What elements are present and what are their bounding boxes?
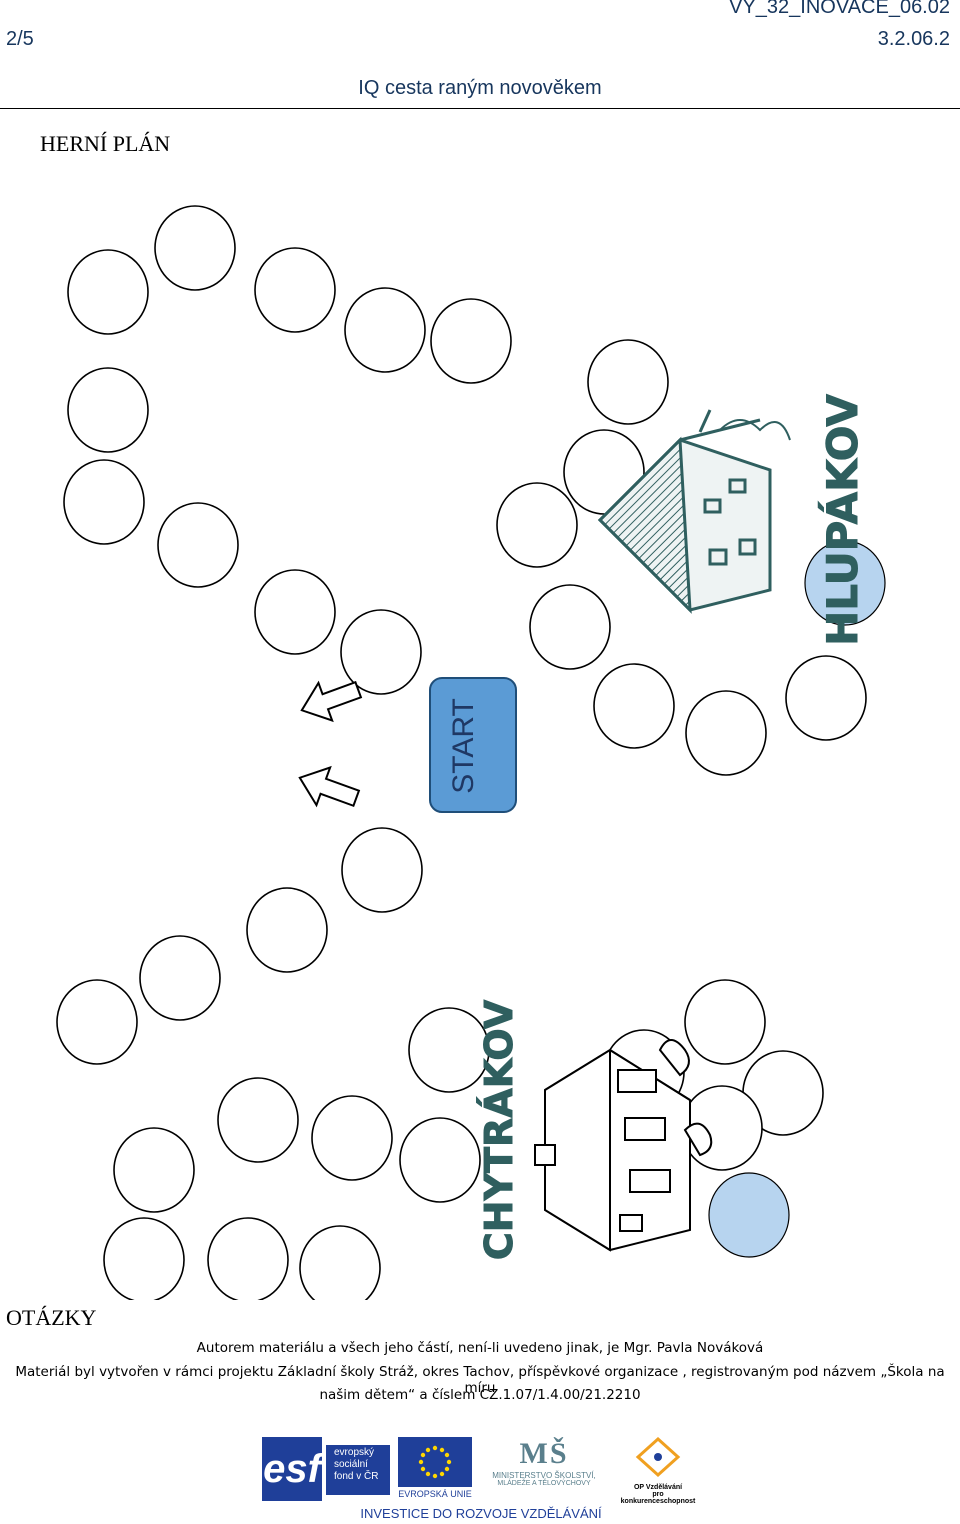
- board-space: [254, 569, 336, 655]
- board-space: [154, 205, 236, 291]
- board-space: [311, 1095, 393, 1181]
- board-space: [341, 827, 423, 913]
- board-space: [593, 663, 675, 749]
- footer-project-line1: Materiál byl vytvořen v rámci projektu Z…: [15, 1364, 945, 1396]
- eu-text: EVROPSKÁ UNIE: [398, 1489, 472, 1499]
- esf-text-3: fond v ČR: [334, 1471, 379, 1482]
- msmt-text-1: MINISTERSTVO ŠKOLSTVÍ,: [492, 1471, 596, 1480]
- section-heading-board: HERNÍ PLÁN: [40, 131, 171, 156]
- house-top-icon: [597, 409, 791, 614]
- house-bottom-icon: [534, 1039, 713, 1252]
- op-text-2: pro konkurenceschopnost: [620, 1491, 696, 1505]
- board-space: [496, 482, 578, 568]
- op-logo: OP Vzdělávání pro konkurenceschopnost: [616, 1436, 700, 1505]
- header-rule: [0, 108, 960, 109]
- goal-label-top: HLUPÁKOV: [817, 394, 867, 646]
- board-space: [340, 609, 422, 695]
- msmt-text-2: MLÁDEŽE A TĚLOVÝCHOVY: [497, 1480, 591, 1487]
- footer-author: Autorem materiálu a všech jeho částí, ne…: [196, 1340, 764, 1356]
- investice-text: INVESTICE DO ROZVOJE VZDĚLÁVÁNÍ: [360, 1506, 602, 1521]
- esf-text-2: sociální: [334, 1459, 368, 1470]
- sub-code: 3.2.06.2: [877, 28, 950, 50]
- msmt-logo: MŠ MINISTERSTVO ŠKOLSTVÍ, MLÁDEŽE A TĚLO…: [478, 1437, 610, 1501]
- board-space: [430, 298, 512, 384]
- board-space: [685, 690, 767, 776]
- board-space: [684, 979, 766, 1065]
- board-space: [254, 247, 336, 333]
- goal-label-bottom: CHYTRÁKOV: [477, 999, 521, 1260]
- footer-project-line2: našim dětem“ a číslem CZ.1.07/1.4.00/21.…: [319, 1387, 641, 1403]
- op-emblem-icon: [635, 1436, 681, 1478]
- start-label: START: [447, 698, 480, 794]
- board-space: [67, 367, 149, 453]
- game-board: HLUPÁKOV CHYTRÁKOV START: [56, 205, 886, 1300]
- board-space: [139, 935, 221, 1021]
- board-space: [785, 655, 867, 741]
- board-space: [217, 1077, 299, 1163]
- board-space: [299, 1225, 381, 1300]
- esf-text-1: evropský: [334, 1447, 375, 1458]
- start-box: [429, 677, 517, 813]
- board-space: [56, 979, 138, 1065]
- board-space: [246, 887, 328, 973]
- board-space: [103, 1217, 185, 1300]
- board-space: [399, 1117, 481, 1203]
- esf-logo: esf evropský sociální fond v ČR: [262, 1437, 390, 1501]
- goal-circle-bottom: [708, 1172, 790, 1258]
- op-text-1: OP Vzdělávání: [633, 1484, 683, 1491]
- arrow-icon: [300, 680, 363, 723]
- board-space: [63, 459, 145, 545]
- section-heading-questions: OTÁZKY: [6, 1305, 97, 1330]
- board-space: [587, 339, 669, 425]
- eu-logo: EVROPSKÁ UNIE: [398, 1437, 472, 1501]
- document-code: VY_32_INOVACE_06.02: [729, 0, 950, 18]
- eu-stars-icon: [418, 1445, 452, 1479]
- board-space: [113, 1127, 195, 1213]
- arrow-icon: [298, 765, 361, 808]
- board-space: [529, 584, 611, 670]
- page-title: IQ cesta raným novověkem: [358, 77, 602, 99]
- page-number: 2/5: [6, 28, 34, 50]
- goal-circle-top: [804, 540, 886, 626]
- board-space: [344, 287, 426, 373]
- board-space: [67, 249, 149, 335]
- board-space: [157, 502, 239, 588]
- board-space: [207, 1217, 289, 1300]
- board-space: [408, 1007, 490, 1093]
